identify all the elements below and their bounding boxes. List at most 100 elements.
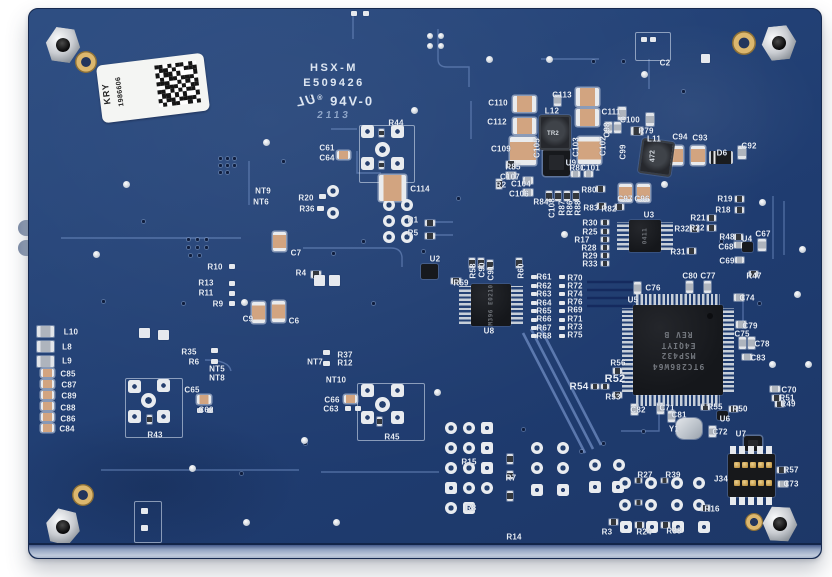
part-sq2 — [211, 359, 218, 364]
part-wdot — [769, 361, 776, 368]
silkscreen-label: R43 — [147, 430, 163, 440]
silkscreen-label: C83 — [750, 353, 766, 363]
part-capg — [614, 122, 621, 133]
silkscreen-label: C90 — [477, 262, 487, 278]
part-res — [147, 415, 152, 424]
part-diode — [709, 151, 733, 164]
part-capg — [37, 341, 54, 352]
silkscreen-label: R29 — [582, 251, 598, 261]
screw-hole-icon — [54, 518, 71, 535]
part-sq2 — [317, 206, 324, 211]
chip-lot-code: 9TC286W64 — [651, 362, 705, 371]
part-via — [218, 156, 223, 161]
part-wdot — [438, 33, 444, 39]
silkscreen-label: R5 — [407, 228, 419, 238]
part-via — [204, 245, 209, 250]
silkscreen-label: R9 — [212, 299, 224, 309]
silkscreen-label: L11 — [647, 134, 661, 144]
part-tan — [344, 395, 357, 403]
part-via — [186, 245, 191, 250]
sop-pins-left — [617, 222, 629, 250]
silkscreen-label: C74 — [739, 293, 755, 303]
part-wdot — [411, 107, 418, 114]
part-capg — [523, 177, 533, 184]
part-res — [601, 229, 609, 234]
part-pads — [698, 521, 710, 533]
part-padr — [671, 477, 683, 489]
part-sq2 — [229, 291, 235, 296]
part-res — [707, 225, 716, 231]
part-blk — [717, 411, 728, 420]
part-capg — [742, 354, 752, 360]
part-res — [613, 392, 622, 398]
part-capg — [37, 326, 54, 337]
part-capg — [584, 171, 593, 177]
part-wdot — [799, 246, 806, 253]
silkscreen-label: R10 — [207, 262, 223, 272]
part-pads — [157, 410, 170, 423]
silkscreen-label: J34 — [714, 474, 728, 484]
silkscreen-label: R28 — [581, 243, 597, 253]
silkscreen-label: U9 — [565, 158, 577, 168]
part-sq2 — [641, 37, 647, 42]
part-padr — [375, 397, 390, 412]
silkscreen-label: R68 — [536, 331, 552, 341]
silkscreen-label: R13 — [198, 278, 214, 288]
part-res — [615, 204, 624, 210]
part-res — [601, 245, 609, 250]
silkscreen-label: C7 — [290, 248, 302, 258]
silkscreen-label: C67 — [755, 229, 771, 239]
silkscreen-label: C75 — [734, 329, 750, 339]
part-res — [379, 129, 384, 137]
part-padr — [481, 482, 493, 494]
part-wdot — [805, 361, 812, 368]
silkscreen-label: C86 — [60, 414, 76, 424]
part-capg — [738, 146, 746, 159]
board-side-edge — [29, 543, 821, 558]
part-capg — [704, 281, 711, 293]
silkscreen-label: R75 — [567, 330, 583, 340]
part-gold — [732, 31, 756, 55]
part-tan — [513, 96, 536, 112]
flammability-rating-text: 94V-0 — [330, 93, 375, 109]
silkscreen-label: R16 — [704, 504, 720, 514]
silkscreen-label: R60 — [516, 263, 526, 279]
chip-marking-text: 9TC286W64 MSP432 E4QIYT REV B — [633, 305, 723, 395]
part-wdot — [241, 299, 248, 306]
silkscreen-label: L10 — [63, 327, 79, 337]
part-wdot — [434, 389, 441, 396]
silkscreen-label: R22 — [689, 223, 705, 233]
silkscreen-label: 472 — [649, 149, 657, 163]
silkscreen-label: C89 — [61, 391, 77, 401]
silkscreen-label: C96 — [634, 194, 650, 204]
qfn-die — [748, 439, 758, 448]
silkscreen-label: R25 — [582, 227, 598, 237]
part-wdot — [123, 181, 130, 188]
silkscreen-label: R61 — [536, 272, 552, 282]
silkscreen-label: R4 — [295, 268, 307, 278]
part-blk — [421, 264, 438, 279]
part-capg — [736, 321, 746, 328]
part-sq2 — [559, 318, 565, 322]
part-sq2 — [229, 264, 235, 269]
part-capg — [734, 242, 743, 248]
part-wdot — [93, 251, 100, 258]
part-wdot — [641, 71, 648, 78]
silkscreen-label: L12 — [544, 106, 560, 116]
part-padr — [557, 462, 569, 474]
silkscreen-label: NT5 — [209, 364, 225, 374]
part-pads — [361, 125, 374, 138]
part-res — [379, 161, 384, 169]
part-qfn — [543, 149, 570, 176]
part-via — [331, 251, 336, 256]
part-capg — [686, 281, 693, 293]
part-pads — [128, 410, 141, 423]
part-padr — [327, 207, 339, 219]
part-padr — [383, 231, 395, 243]
silkscreen-label: D6 — [716, 148, 728, 158]
part-sq2 — [211, 348, 218, 353]
part-padr — [445, 462, 457, 474]
silkscreen-label: R72 — [567, 281, 583, 291]
silkscreen-label: NT8 — [209, 373, 225, 383]
